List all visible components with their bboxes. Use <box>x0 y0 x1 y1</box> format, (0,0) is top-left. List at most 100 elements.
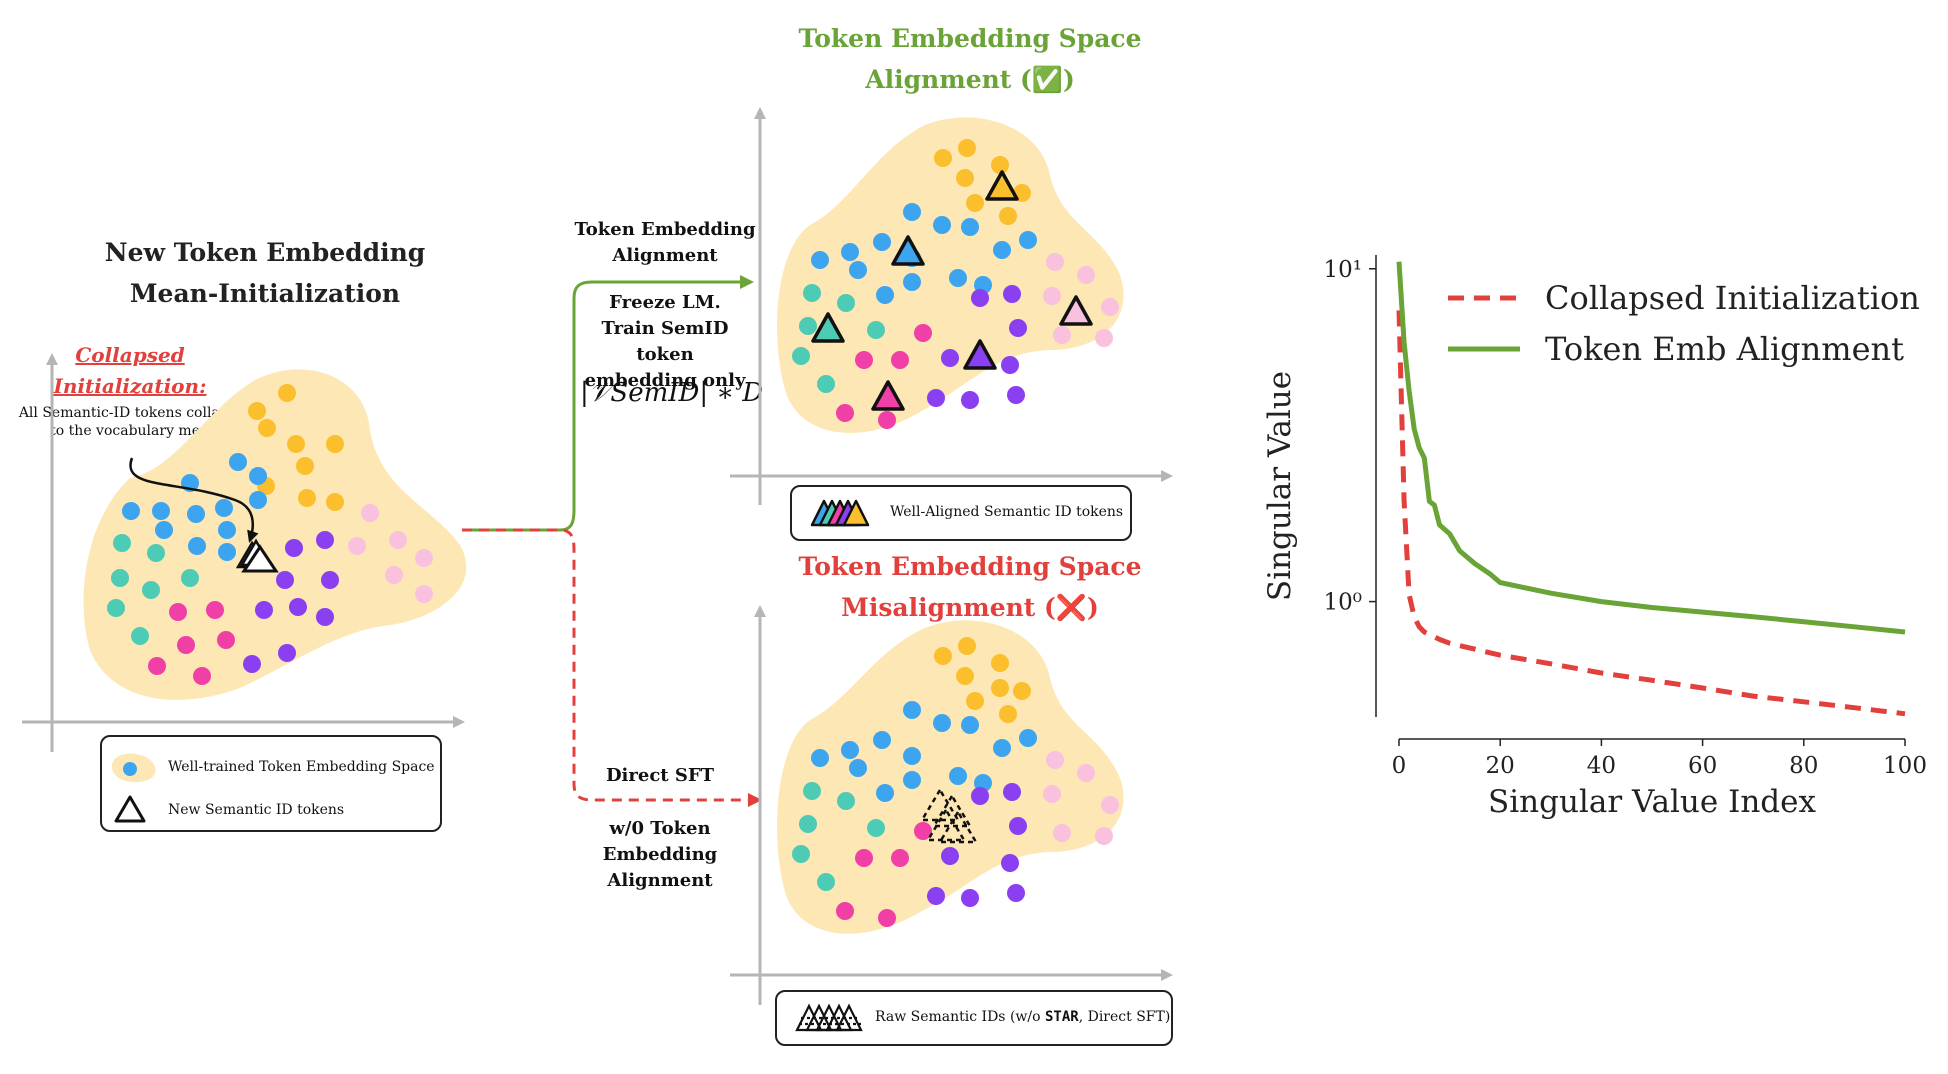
embedding-point <box>933 714 951 732</box>
alignment-title: Token Embedding Space Alignment (✅) <box>780 18 1160 100</box>
embedding-point <box>287 435 305 453</box>
branch-arrows <box>462 275 762 807</box>
embedding-point <box>991 679 1009 697</box>
embedding-point <box>415 549 433 567</box>
embedding-point <box>258 419 276 437</box>
embedding-point <box>849 759 867 777</box>
embedding-point <box>148 657 166 675</box>
embedding-point <box>249 467 267 485</box>
embedding-point <box>949 767 967 785</box>
embedding-point <box>958 637 976 655</box>
triangle-icon <box>114 795 146 823</box>
x-tick-label: 100 <box>1883 753 1927 779</box>
embedding-point <box>999 207 1017 225</box>
hatched-triangles-icon <box>795 1003 863 1032</box>
left-legend: Well-trained Token Embedding Space New S… <box>100 735 442 832</box>
left-points <box>107 384 433 685</box>
embedding-point <box>867 819 885 837</box>
embedding-point <box>278 384 296 402</box>
direct-sft-sub-line3: Alignment <box>607 870 713 891</box>
embedding-point <box>966 194 984 212</box>
embedding-point <box>249 491 267 509</box>
direct-sft-label: Direct SFT <box>605 765 715 786</box>
param-formula: |𝒱SemID| ∗ D <box>580 378 764 408</box>
left-embedding-plot <box>22 353 467 752</box>
embedding-point <box>837 294 855 312</box>
embedding-point <box>961 889 979 907</box>
embedding-point <box>181 569 199 587</box>
collapse-arrow <box>129 457 259 543</box>
aligned-token-icon <box>985 170 1019 201</box>
x-tick-label: 80 <box>1789 753 1818 779</box>
embedding-point <box>285 539 303 557</box>
embedding-point <box>993 739 1011 757</box>
embedding-point <box>1053 824 1071 842</box>
embedding-point <box>1007 386 1025 404</box>
embedding-point <box>276 571 294 589</box>
embedding-point <box>934 647 952 665</box>
aligned-legend: Well-Aligned Semantic ID tokens <box>790 485 1132 541</box>
embedding-point <box>415 585 433 603</box>
embedding-point <box>169 603 187 621</box>
embedding-point <box>316 608 334 626</box>
embedding-point <box>298 489 316 507</box>
embedding-point <box>122 502 140 520</box>
left-title-line1: New Token Embedding <box>104 238 426 267</box>
embedding-point <box>361 504 379 522</box>
y-tick-label: 10¹ <box>1324 257 1363 283</box>
embedding-point <box>817 873 835 891</box>
embedding-point <box>971 289 989 307</box>
embedding-point <box>873 233 891 251</box>
embedding-point <box>1043 287 1061 305</box>
left-title-line2: Mean-Initialization <box>129 279 401 308</box>
misalignment-title-line2: Misalignment (❌) <box>841 593 1099 622</box>
embedding-point <box>993 241 1011 259</box>
embedding-point <box>914 822 932 840</box>
embedding-point <box>147 544 165 562</box>
embedding-point <box>278 644 296 662</box>
embedding-point <box>841 243 859 261</box>
legend-item-aligned-tokens: Well-Aligned Semantic ID tokens <box>890 504 1124 520</box>
embedding-point <box>296 457 314 475</box>
misaligned-points <box>792 637 1119 927</box>
aligned-token-icon <box>871 380 905 411</box>
embedding-point <box>836 404 854 422</box>
embedding-point <box>941 847 959 865</box>
collapsed-label-line1: Collapsed <box>75 343 185 367</box>
embedding-point <box>193 667 211 685</box>
embedding-point <box>177 636 195 654</box>
embedding-point <box>1101 796 1119 814</box>
embedding-point <box>873 731 891 749</box>
embedding-point <box>914 324 932 342</box>
embedding-point <box>878 909 896 927</box>
misalignment-title: Token Embedding Space Misalignment (❌) <box>780 546 1160 628</box>
legend-item-raw-ids: Raw Semantic IDs (w/o STAR, Direct SFT) <box>875 1009 1170 1025</box>
embedding-point <box>389 531 407 549</box>
embedding-point <box>1046 253 1064 271</box>
x-tick-label: 0 <box>1392 753 1407 779</box>
embedding-point <box>243 655 261 673</box>
embedding-point <box>1003 285 1021 303</box>
raw-ids-suffix: , Direct SFT) <box>1078 1009 1171 1025</box>
embedding-point <box>1013 682 1031 700</box>
direct-sft-sub-line1: w/0 Token <box>609 818 711 839</box>
collapsed-label: Collapsed Initialization: <box>40 340 220 402</box>
collapsed-note-line1: All Semantic-ID tokens collapsed <box>18 405 254 421</box>
alignment-label-line2: Alignment <box>612 245 718 266</box>
embedding-point <box>321 571 339 589</box>
aligned-token-icon <box>963 339 997 370</box>
embedding-point <box>348 537 366 555</box>
aligned-embedding-plot <box>730 107 1173 505</box>
alignment-sub-line2: Train SemID token <box>601 318 729 365</box>
embedding-point <box>999 705 1017 723</box>
series-line <box>1396 261 1906 635</box>
embedding-point <box>811 251 829 269</box>
embedding-point <box>1009 319 1027 337</box>
embedding-point <box>799 815 817 833</box>
embedding-point <box>188 537 206 555</box>
embedding-point <box>385 566 403 584</box>
embedding-point <box>142 581 160 599</box>
embedding-point <box>1019 231 1037 249</box>
embedding-point <box>961 716 979 734</box>
